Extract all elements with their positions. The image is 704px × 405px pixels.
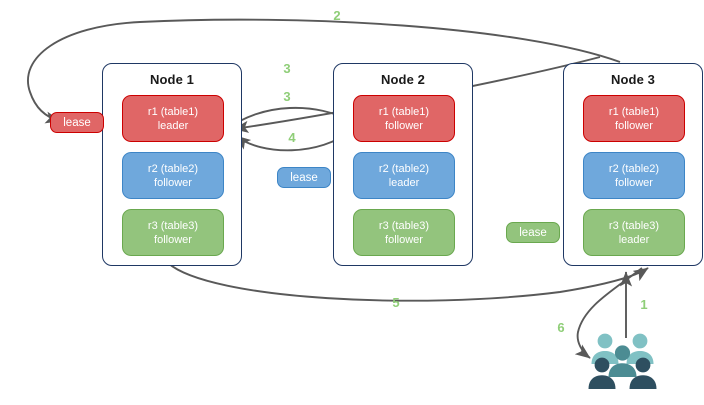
replica-name: r1 (table1) [378,105,430,118]
step-label-4: 4 [288,130,296,145]
replica-role: leader [157,119,189,132]
replica-n3-r3[interactable]: r3 (table3) leader [583,209,685,256]
replica-role: follower [154,233,192,246]
replica-n2-r1[interactable]: r1 (table1) follower [353,95,455,142]
replica-name: r3 (table3) [378,219,430,232]
node-title-2: Node 2 [381,72,425,87]
replica-role: follower [154,176,192,189]
lease-label: lease [63,116,91,129]
replica-role: follower [615,119,653,132]
replica-n1-r1[interactable]: r1 (table1) leader [122,95,224,142]
node-box-2[interactable]: Node 2 r1 (table1) follower r2 (table2) … [333,63,473,266]
lease-label: lease [290,171,318,184]
replica-role: follower [385,119,423,132]
replica-n2-r2[interactable]: r2 (table2) leader [353,152,455,199]
step-label-3-upper: 3 [283,61,291,76]
replica-role: follower [385,233,423,246]
clients-people-icon [588,333,657,389]
lease-label: lease [519,226,547,239]
lease-badge-green[interactable]: lease [506,222,560,243]
replica-name: r2 (table2) [378,162,430,175]
replica-role: follower [615,176,653,189]
replica-n3-r1[interactable]: r1 (table1) follower [583,95,685,142]
lease-badge-red[interactable]: lease [50,112,104,133]
arrow-step-5 [167,262,649,302]
lease-badge-blue[interactable]: lease [277,167,331,188]
replica-n1-r3[interactable]: r3 (table3) follower [122,209,224,256]
replica-name: r3 (table3) [608,219,660,232]
node-box-3[interactable]: Node 3 r1 (table1) follower r2 (table2) … [563,63,703,266]
people-front-row [588,357,657,389]
replica-role: leader [618,233,650,246]
node-title-1: Node 1 [150,72,194,87]
node-box-1[interactable]: Node 1 r1 (table1) leader r2 (table2) fo… [102,63,242,266]
replica-n2-r3[interactable]: r3 (table3) follower [353,209,455,256]
replica-n1-r2[interactable]: r2 (table2) follower [122,152,224,199]
step-label-2: 2 [333,8,341,23]
people-middle-row [608,345,637,377]
node-title-3: Node 3 [611,72,655,87]
replica-role: leader [388,176,420,189]
step-label-6: 6 [557,320,565,335]
replica-name: r2 (table2) [608,162,660,175]
replica-name: r1 (table1) [608,105,660,118]
step-label-5: 5 [392,295,400,310]
step-label-3-lower: 3 [283,89,291,104]
step-label-1: 1 [640,297,648,312]
replica-n3-r2[interactable]: r2 (table2) follower [583,152,685,199]
replica-name: r2 (table2) [147,162,199,175]
replica-name: r3 (table3) [147,219,199,232]
replica-name: r1 (table1) [147,105,199,118]
